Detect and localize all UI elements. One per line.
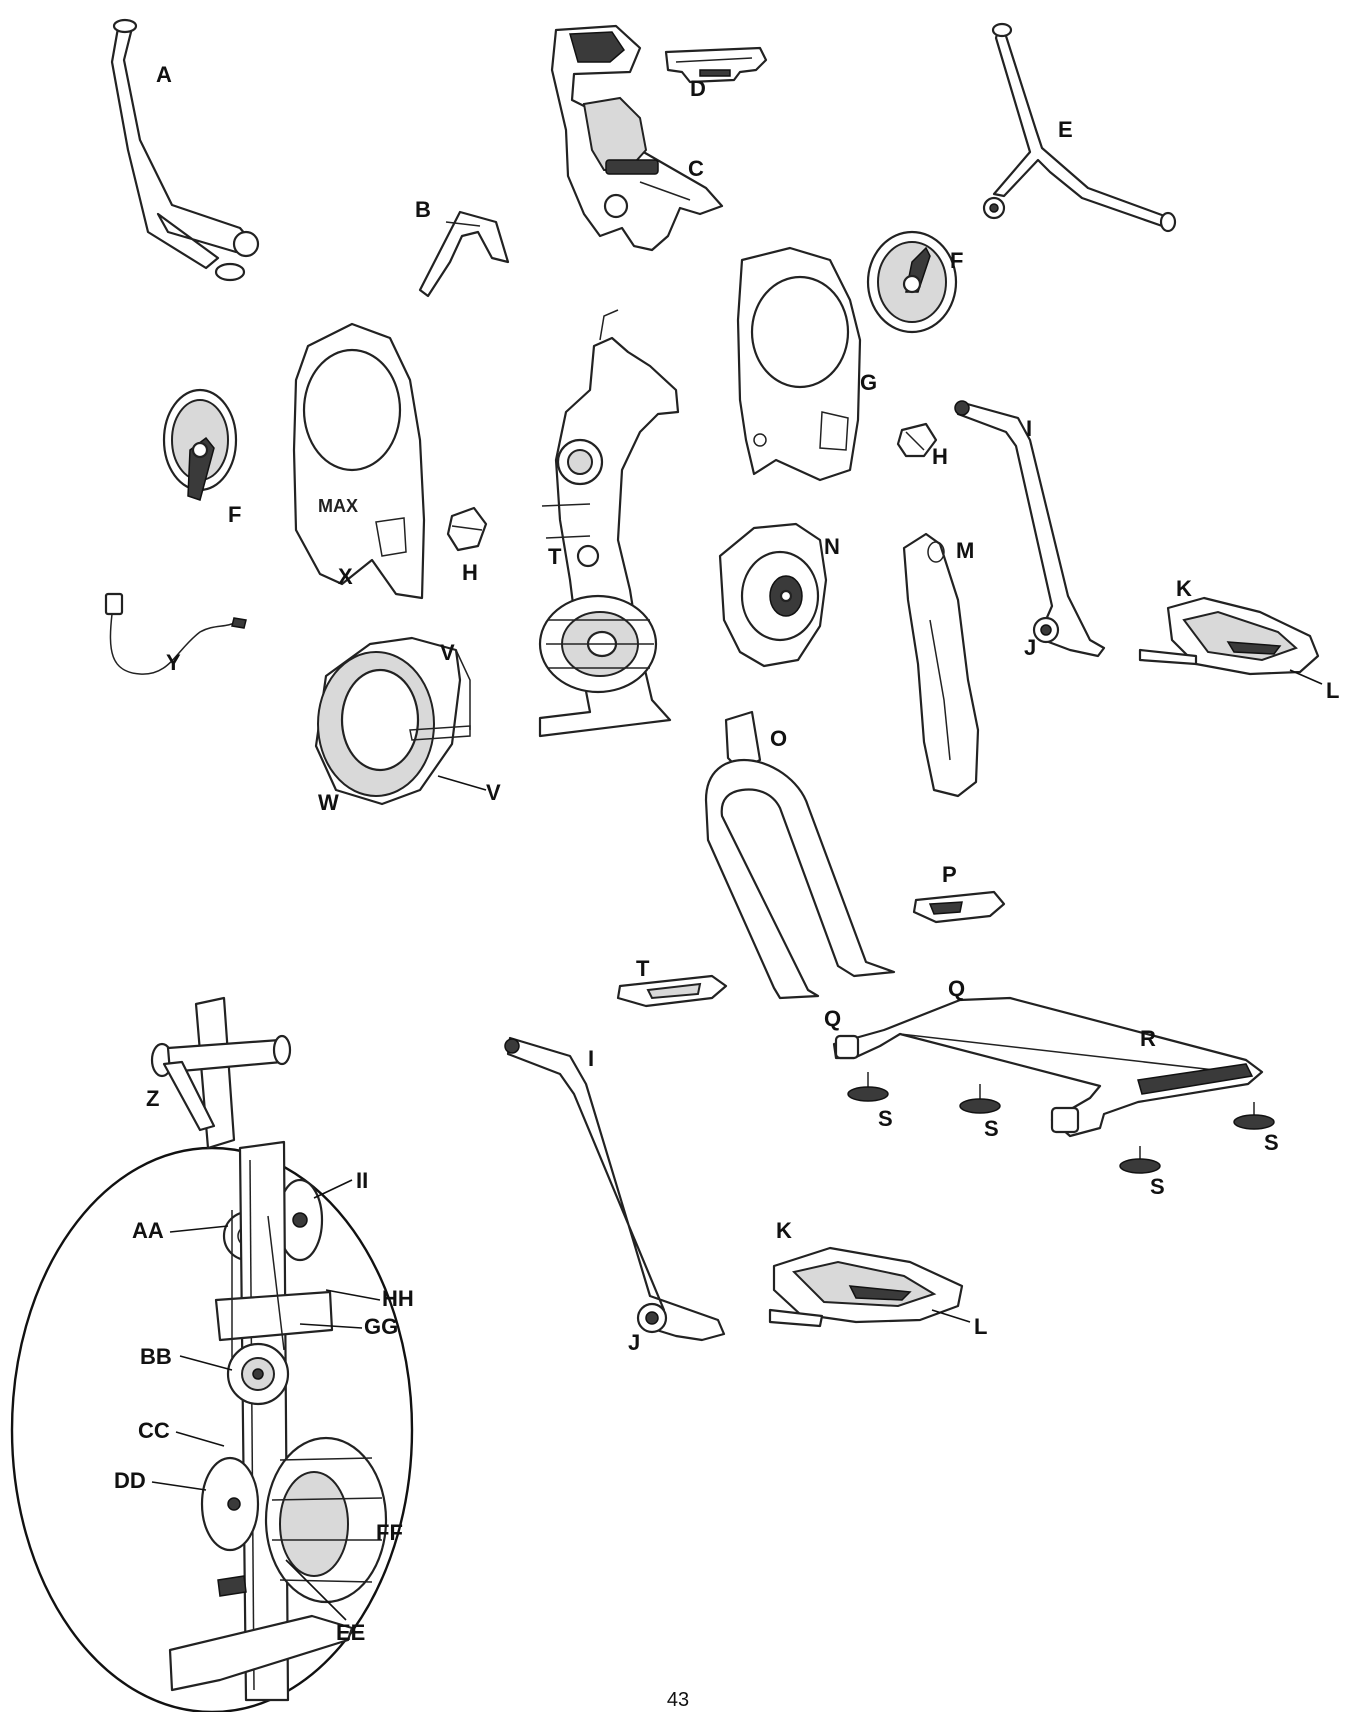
leader-aa — [169, 1225, 229, 1233]
label-q-left: Q — [824, 1006, 841, 1031]
label-k-lower: K — [776, 1218, 792, 1243]
leader-l-top — [1289, 669, 1323, 685]
label-s-1: S — [878, 1106, 893, 1131]
leader-v-bottom — [437, 775, 487, 791]
leveling-foot — [959, 1084, 1001, 1114]
label-v-top: V — [440, 640, 455, 665]
leader-l-lower — [931, 1309, 971, 1323]
label-j-top: J — [1024, 635, 1036, 660]
label-l-top: L — [1326, 678, 1339, 703]
label-d: D — [690, 76, 706, 101]
part-s-leveling-feet — [847, 1072, 1275, 1174]
label-l-lower: L — [974, 1314, 987, 1339]
label-ii: II — [356, 1168, 368, 1193]
label-r: R — [1140, 1026, 1156, 1051]
part-y-power-adapter — [104, 592, 247, 675]
label-e: E — [1058, 117, 1073, 142]
label-h-left: H — [462, 560, 478, 585]
part-g-right-shroud — [736, 246, 862, 482]
label-t-center: T — [548, 544, 562, 569]
label-g: G — [860, 370, 877, 395]
label-n: N — [824, 534, 840, 559]
label-gg: GG — [364, 1314, 398, 1339]
label-i-lower: I — [588, 1046, 594, 1071]
part-t-flywheel — [538, 594, 658, 694]
part-b-shroud — [418, 210, 510, 298]
detail-inset-oval — [10, 1146, 414, 1712]
part-d-tablet-holder — [664, 46, 768, 84]
leveling-foot — [1233, 1102, 1275, 1130]
leader-bb — [179, 1355, 233, 1371]
leader-dd — [151, 1481, 207, 1491]
label-z: Z — [146, 1086, 159, 1111]
leader-cc — [175, 1431, 225, 1447]
label-v-bottom: V — [486, 780, 501, 805]
label-h-right: H — [932, 444, 948, 469]
part-i-arm-top — [954, 400, 1106, 658]
label-bb: BB — [140, 1344, 172, 1369]
leader-ii — [313, 1179, 353, 1199]
part-k-pedal-top — [1138, 596, 1320, 676]
leveling-foot — [1119, 1146, 1161, 1174]
leveling-foot — [847, 1072, 889, 1102]
label-q-right: Q — [948, 976, 965, 1001]
part-h-cap-left — [446, 506, 488, 552]
label-x: X — [338, 564, 353, 589]
label-c: C — [688, 156, 704, 181]
page-number: 43 — [667, 1689, 689, 1711]
label-a: A — [156, 62, 172, 87]
label-f-right: F — [950, 248, 963, 273]
part-n-fan-housing — [718, 522, 828, 668]
leader-gg — [299, 1323, 363, 1329]
part-i-arm-lower — [504, 1036, 726, 1342]
label-s-3: S — [1150, 1174, 1165, 1199]
label-hh: HH — [382, 1286, 414, 1311]
label-b: B — [415, 197, 431, 222]
label-cc: CC — [138, 1418, 170, 1443]
label-p: P — [942, 862, 957, 887]
label-s-4: S — [1264, 1130, 1279, 1155]
part-f-fan-disc-left — [162, 388, 238, 501]
label-ee: EE — [336, 1620, 365, 1645]
label-i-top: I — [1026, 416, 1032, 441]
part-m-vertical-cover — [902, 532, 980, 798]
label-k-top: K — [1176, 576, 1192, 601]
label-o: O — [770, 726, 787, 751]
part-v-fan-shroud — [314, 636, 471, 806]
part-x-left-shroud: MAX — [292, 322, 426, 600]
label-w: W — [318, 790, 339, 815]
part-h-cap-right — [896, 422, 938, 458]
detail-drive-assembly — [150, 996, 388, 1702]
label-y: Y — [166, 650, 181, 675]
part-q-r-base-frame — [832, 996, 1264, 1138]
part-k-pedal-lower — [768, 1246, 964, 1328]
part-f-fan-disc-right — [866, 230, 958, 334]
part-e-handlebar — [982, 22, 1177, 233]
label-m: M — [956, 538, 974, 563]
leader-hh — [325, 1289, 381, 1301]
label-ff: FF — [376, 1520, 403, 1545]
part-c-console-mast — [550, 24, 724, 252]
part-o-stabilizer-mast — [704, 710, 896, 1000]
brand-mark: MAX — [318, 496, 358, 516]
label-s-2: S — [984, 1116, 999, 1141]
part-t-foot-plate-lower — [616, 974, 728, 1008]
label-aa: AA — [132, 1218, 164, 1243]
label-dd: DD — [114, 1468, 146, 1493]
part-p-foot-plate — [912, 890, 1006, 924]
leader-ee — [285, 1559, 347, 1621]
label-t-lower: T — [636, 956, 650, 981]
label-j-lower: J — [628, 1330, 640, 1355]
part-a-handlebar — [110, 18, 260, 282]
label-f-left: F — [228, 502, 241, 527]
